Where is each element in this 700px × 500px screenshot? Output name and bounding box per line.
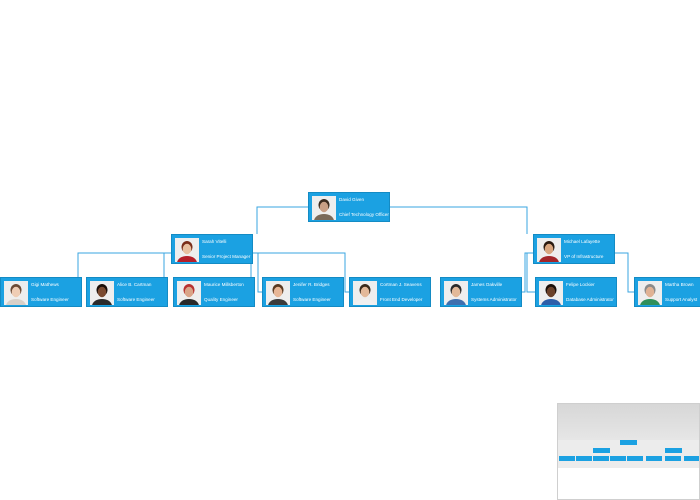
- person-portrait-icon: [353, 281, 377, 305]
- avatar: [90, 281, 114, 305]
- node-title: Senior Project Manager: [202, 254, 251, 259]
- overview-node-mini: [593, 456, 609, 461]
- org-node-alice-cartman[interactable]: Alice B. Cartman Software Engineer: [86, 277, 168, 307]
- person-portrait-icon: [444, 281, 468, 305]
- avatar: [638, 281, 662, 305]
- node-name: David Given: [339, 197, 365, 202]
- org-node-jenifer-bridges[interactable]: Jenifer R. Bridges Software Engineer: [262, 277, 344, 307]
- overview-node-mini: [593, 448, 610, 453]
- node-name: Gigi Mathews: [31, 282, 59, 287]
- diagram-overview-panel[interactable]: [557, 403, 700, 500]
- overview-node-mini: [627, 456, 643, 461]
- node-name: Cortman J. Seavens: [380, 282, 422, 287]
- avatar: [537, 238, 561, 262]
- avatar: [353, 281, 377, 305]
- person-portrait-icon: [638, 281, 662, 305]
- node-name: Felipe Lockier: [566, 282, 595, 287]
- avatar: [312, 196, 336, 220]
- person-portrait-icon: [90, 281, 114, 305]
- avatar: [177, 281, 201, 305]
- connector-line: [253, 252, 349, 293]
- person-portrait-icon: [539, 281, 563, 305]
- org-node-martha-brown[interactable]: Martha Brown Support Analyst: [634, 277, 700, 307]
- node-title: Quality Engineer: [204, 297, 238, 302]
- overview-node-mini: [646, 456, 662, 461]
- avatar: [4, 281, 28, 305]
- org-node-sarah-vitelli[interactable]: Sarah Vitelli Senior Project Manager: [171, 234, 253, 264]
- person-portrait-icon: [312, 196, 336, 220]
- overview-viewport-shade: [558, 404, 699, 440]
- org-node-maurice-millsberton[interactable]: Maurice Millsberton Quality Engineer: [173, 277, 255, 307]
- avatar: [539, 281, 563, 305]
- connector-line: [256, 206, 308, 234]
- connector-line: [390, 206, 528, 234]
- node-name: James Oakville: [471, 282, 503, 287]
- node-name: Alice B. Cartman: [117, 282, 152, 287]
- node-name: Sarah Vitelli: [202, 239, 227, 244]
- org-node-david-given[interactable]: David Given Chief Technology Officer: [308, 192, 390, 222]
- node-name: Maurice Millsberton: [204, 282, 244, 287]
- node-title: Front End Developer: [380, 297, 423, 302]
- node-title: Systems Administrator: [471, 297, 517, 302]
- person-portrait-icon: [177, 281, 201, 305]
- node-title: VP of Infrastructure: [564, 254, 604, 259]
- node-name: Michael Lafayette: [564, 239, 601, 244]
- node-name: Jenifer R. Bridges: [293, 282, 330, 287]
- overview-node-mini: [576, 456, 592, 461]
- node-title: Software Engineer: [293, 297, 331, 302]
- connector-line: [526, 252, 535, 293]
- person-portrait-icon: [175, 238, 199, 262]
- overview-node-mini: [665, 448, 682, 453]
- person-portrait-icon: [4, 281, 28, 305]
- overview-node-mini: [610, 456, 626, 461]
- connector-line: [615, 252, 634, 293]
- org-node-cortman-seavens[interactable]: Cortman J. Seavens Front End Developer: [349, 277, 431, 307]
- node-title: Database Administrator: [566, 297, 614, 302]
- node-title: Software Engineer: [117, 297, 155, 302]
- overview-node-mini: [620, 440, 637, 445]
- org-node-gigi-mathews[interactable]: Gigi Mathews Software Engineer: [0, 277, 82, 307]
- avatar: [175, 238, 199, 262]
- org-node-felipe-lockier[interactable]: Felipe Lockier Database Administrator: [535, 277, 617, 307]
- person-portrait-icon: [537, 238, 561, 262]
- node-title: Chief Technology Officer: [339, 212, 389, 217]
- node-name: Martha Brown: [665, 282, 694, 287]
- overview-node-mini: [559, 456, 575, 461]
- avatar: [266, 281, 290, 305]
- avatar: [444, 281, 468, 305]
- node-title: Software Engineer: [31, 297, 69, 302]
- node-title: Support Analyst: [665, 297, 698, 302]
- overview-node-mini: [684, 456, 699, 461]
- person-portrait-icon: [266, 281, 290, 305]
- org-node-michael-lafayette[interactable]: Michael Lafayette VP of Infrastructure: [533, 234, 615, 264]
- org-node-james-oakville[interactable]: James Oakville Systems Administrator: [440, 277, 522, 307]
- overview-node-mini: [665, 456, 681, 461]
